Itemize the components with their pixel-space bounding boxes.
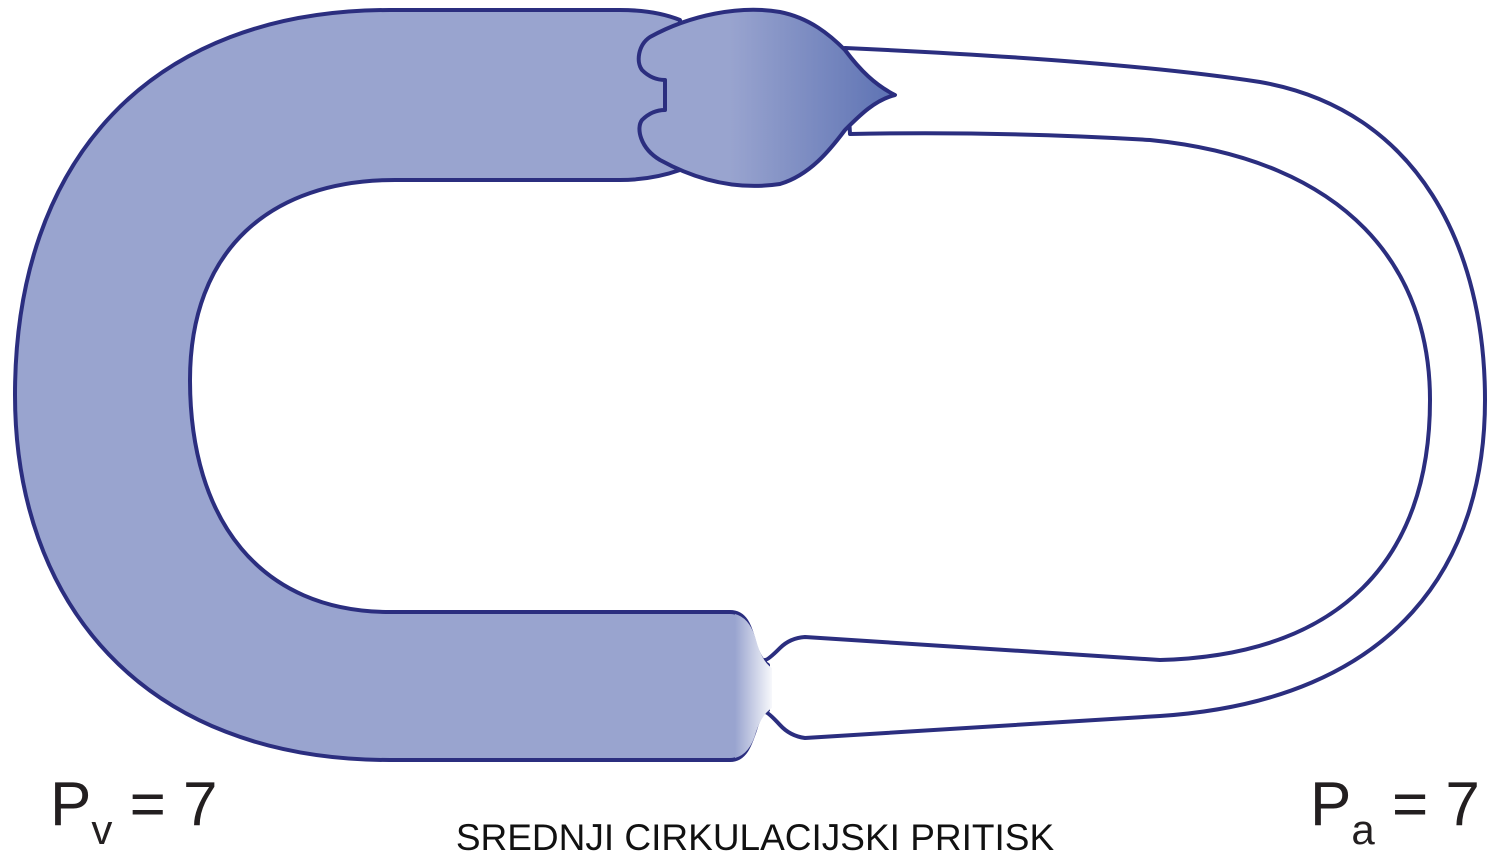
venous-pressure-symbol: P: [50, 770, 91, 839]
diagram-caption: SREDNJI CIRKULACIJSKI PRITISK: [380, 818, 1130, 859]
arterial-pressure-label: Pa = 7: [1310, 774, 1480, 836]
arterial-vessel: [765, 48, 1485, 738]
venous-pressure-label: Pv = 7: [50, 774, 218, 836]
arterial-pressure-equals: =: [1375, 770, 1446, 839]
heart: [639, 10, 895, 186]
venous-pressure-value: 7: [183, 770, 217, 839]
venous-pressure-equals: =: [112, 770, 183, 839]
capillary-transition: [735, 614, 772, 758]
arterial-pressure-symbol: P: [1310, 770, 1351, 839]
arterial-pressure-subscript: a: [1351, 806, 1374, 853]
arterial-pressure-value: 7: [1445, 770, 1479, 839]
venous-pressure-subscript: v: [91, 806, 112, 853]
